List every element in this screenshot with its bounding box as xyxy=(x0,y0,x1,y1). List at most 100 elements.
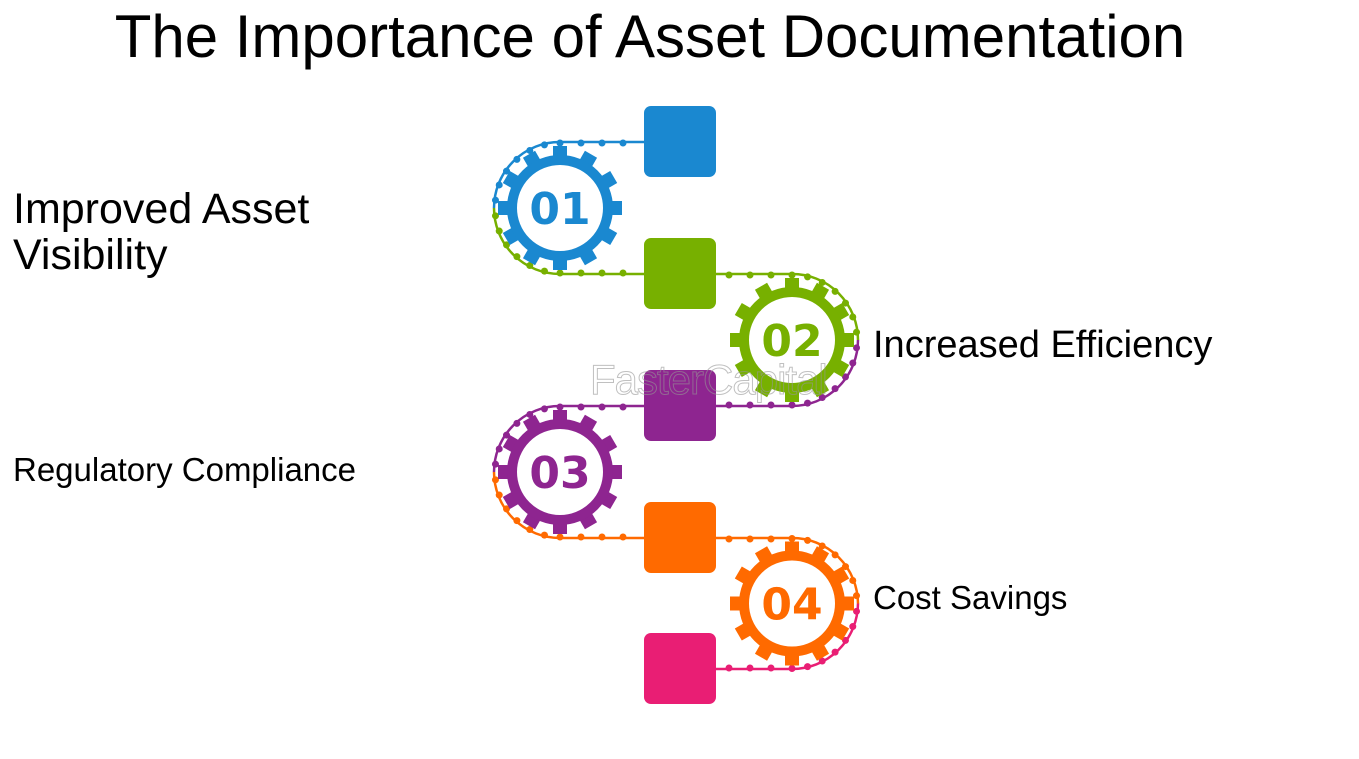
belt-dot xyxy=(540,405,548,413)
belt-dot xyxy=(619,269,627,277)
belt-dot xyxy=(598,139,606,147)
belt-dot xyxy=(598,533,606,541)
belt-dot xyxy=(818,394,826,402)
belt-dot xyxy=(767,271,775,279)
belt-dot xyxy=(746,664,754,672)
step-number: 02 xyxy=(761,316,822,367)
step-number: 03 xyxy=(529,448,590,499)
belt-dot xyxy=(804,399,812,407)
belt-dot xyxy=(725,535,733,543)
step-square xyxy=(644,106,716,177)
belt-dot xyxy=(619,403,627,411)
belt-dot xyxy=(841,563,849,571)
belt-dot xyxy=(540,141,548,149)
step-label-3: Regulatory Compliance xyxy=(13,451,357,488)
belt-dot xyxy=(619,139,627,147)
belt-dot xyxy=(556,269,564,277)
belt-dot xyxy=(526,410,534,418)
belt-dot xyxy=(495,227,503,235)
belt-dot xyxy=(577,269,585,277)
belt-dot xyxy=(831,287,839,295)
belt-dot xyxy=(577,533,585,541)
belt-dot xyxy=(818,278,826,286)
belt-dot xyxy=(503,167,511,175)
step-label-2: Increased Efficiency xyxy=(873,324,1213,366)
page-title: The Importance of Asset Documentation xyxy=(114,3,1186,70)
belt-dot xyxy=(841,636,849,644)
belt-dot xyxy=(767,664,775,672)
step-label-4: Cost Savings xyxy=(873,579,1068,616)
belt-dot xyxy=(853,344,861,352)
belt-dot xyxy=(804,273,812,281)
belt-dot xyxy=(767,535,775,543)
belt-dot xyxy=(513,155,521,163)
belt-dot xyxy=(788,271,796,279)
step-square xyxy=(644,633,716,704)
belt-dot xyxy=(831,551,839,559)
belt-dot xyxy=(725,271,733,279)
belt-dot xyxy=(556,139,564,147)
belt-dot xyxy=(831,648,839,656)
watermark-logo: FasterCapital xyxy=(590,356,829,404)
belt-dot xyxy=(577,139,585,147)
belt-dot xyxy=(804,663,812,671)
belt-dot xyxy=(788,401,796,409)
belt-dot xyxy=(788,535,796,542)
belt-dot xyxy=(491,460,499,468)
belt-dot xyxy=(526,262,534,270)
belt-dot xyxy=(495,445,503,453)
step-number: 04 xyxy=(761,580,822,631)
belt-dot xyxy=(598,403,606,411)
belt-dot xyxy=(818,542,826,550)
belt-dot xyxy=(853,328,861,336)
belt-dot xyxy=(849,576,857,584)
gear-ring xyxy=(507,155,613,261)
gear-ring xyxy=(739,287,845,393)
belt-dot xyxy=(495,181,503,189)
step-number: 01 xyxy=(529,184,590,235)
step-square xyxy=(644,370,716,441)
gear-ring xyxy=(739,550,845,657)
belt-dot xyxy=(556,533,564,541)
step-square xyxy=(644,238,716,309)
belt-dot xyxy=(503,505,511,513)
belt-dot xyxy=(831,385,839,393)
belt-dot xyxy=(725,401,733,409)
step-label-1: Improved Asset Visibility xyxy=(13,185,310,280)
belt-dot xyxy=(746,401,754,409)
gear-ring xyxy=(507,419,613,525)
belt-dot xyxy=(788,665,796,672)
belt-dot xyxy=(841,299,849,307)
belt-dot xyxy=(526,526,534,534)
belt-dot xyxy=(540,267,548,275)
belt-dot xyxy=(841,373,849,381)
belt-dot xyxy=(849,623,857,631)
belt-dot xyxy=(491,196,499,204)
belt-dot xyxy=(513,517,521,525)
belt-dot xyxy=(746,271,754,279)
belt-dot xyxy=(849,313,857,321)
belt-dot xyxy=(849,359,857,367)
belt-dot xyxy=(853,607,861,615)
belt-dot xyxy=(725,664,733,672)
belt-dot xyxy=(513,419,521,427)
belt-dot xyxy=(503,241,511,249)
belt-dot xyxy=(513,253,521,261)
belt-dot xyxy=(556,403,564,411)
belt-dot xyxy=(491,212,499,220)
belt-dot xyxy=(577,403,585,411)
belt-dot xyxy=(818,657,826,665)
belt-dot xyxy=(540,531,548,539)
belt-dot xyxy=(526,146,534,154)
belt-dot xyxy=(491,476,499,484)
belt-dot xyxy=(598,269,606,277)
belt-dot xyxy=(495,491,503,499)
belt-dot xyxy=(503,431,511,439)
belt-dot xyxy=(746,535,754,543)
belt-dot xyxy=(804,536,812,544)
belt-dot xyxy=(767,401,775,409)
belt-dot xyxy=(853,592,861,600)
belt-dot xyxy=(619,533,627,541)
step-square xyxy=(644,502,716,573)
